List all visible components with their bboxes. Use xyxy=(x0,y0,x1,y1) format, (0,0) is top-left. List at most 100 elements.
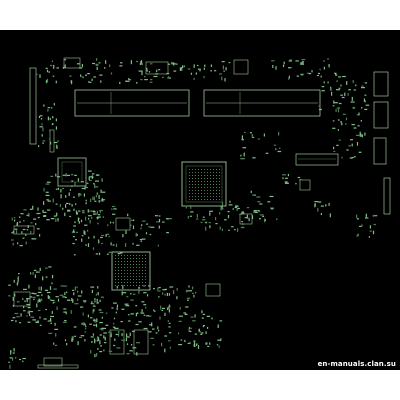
passive-component xyxy=(288,75,290,79)
passive-component xyxy=(46,181,51,183)
passive-component xyxy=(76,63,80,65)
passive-component xyxy=(95,174,100,176)
passive-component xyxy=(83,322,85,326)
passive-component xyxy=(76,231,78,233)
passive-component xyxy=(88,215,92,217)
passive-component xyxy=(359,225,362,227)
passive-component xyxy=(106,253,109,255)
passive-component xyxy=(259,203,263,205)
passive-component xyxy=(33,218,37,220)
passive-component xyxy=(93,183,95,185)
passive-component xyxy=(205,221,207,224)
passive-component xyxy=(99,340,101,345)
passive-component xyxy=(218,345,220,348)
passive-component xyxy=(65,204,67,208)
passive-component xyxy=(208,222,211,224)
passive-component xyxy=(235,205,239,207)
passive-component xyxy=(49,137,51,140)
passive-component xyxy=(188,328,190,332)
passive-component xyxy=(25,241,27,245)
passive-component xyxy=(168,322,171,324)
passive-component xyxy=(192,286,194,290)
passive-component xyxy=(189,341,191,345)
passive-component xyxy=(90,198,92,202)
passive-component xyxy=(35,321,39,323)
passive-component xyxy=(56,212,58,217)
passive-component xyxy=(72,336,74,341)
passive-component xyxy=(321,90,325,92)
passive-component xyxy=(26,315,28,317)
passive-component xyxy=(180,339,183,341)
passive-components xyxy=(8,58,378,369)
passive-component xyxy=(145,306,147,309)
passive-component xyxy=(63,308,67,310)
passive-component xyxy=(88,236,90,239)
passive-component xyxy=(47,108,49,112)
passive-component xyxy=(372,214,374,217)
passive-component xyxy=(352,80,354,84)
passive-component xyxy=(43,215,47,217)
passive-component xyxy=(136,244,140,246)
passive-component xyxy=(178,332,180,335)
passive-component xyxy=(42,276,44,281)
passive-component xyxy=(285,177,288,179)
passive-component xyxy=(9,364,11,369)
passive-component xyxy=(184,339,186,343)
passive-component xyxy=(88,210,91,212)
passive-component xyxy=(57,217,59,222)
passive-component xyxy=(28,284,30,289)
passive-component xyxy=(351,156,354,159)
passive-component xyxy=(101,191,106,193)
passive-component xyxy=(241,212,245,214)
passive-component xyxy=(55,80,57,84)
passive-component xyxy=(33,293,37,295)
passive-component xyxy=(120,321,123,323)
passive-component xyxy=(85,202,87,205)
passive-component xyxy=(97,302,99,304)
passive-component xyxy=(164,288,167,290)
passive-component xyxy=(145,232,148,235)
passive-component xyxy=(125,80,130,82)
passive-component xyxy=(20,213,24,215)
passive-component xyxy=(89,219,91,224)
passive-component xyxy=(55,173,57,177)
passive-component xyxy=(132,242,134,245)
passive-component xyxy=(257,210,260,212)
passive-component xyxy=(361,224,363,227)
passive-component xyxy=(164,293,166,296)
passive-component xyxy=(40,286,42,291)
passive-component xyxy=(202,216,205,218)
passive-component xyxy=(73,225,76,227)
passive-component xyxy=(42,140,46,142)
passive-component xyxy=(95,64,99,66)
passive-component xyxy=(364,132,366,136)
passive-component xyxy=(23,209,27,211)
passive-component xyxy=(65,311,67,315)
passive-component xyxy=(166,292,168,297)
passive-component xyxy=(37,309,41,311)
passive-component xyxy=(133,219,135,222)
passive-component xyxy=(41,134,43,137)
passive-component xyxy=(29,313,31,316)
passive-component xyxy=(50,175,54,177)
passive-component xyxy=(117,253,121,255)
passive-component xyxy=(100,189,102,193)
passive-component xyxy=(242,147,247,149)
passive-component xyxy=(127,336,130,338)
passive-component xyxy=(141,60,143,64)
passive-component xyxy=(122,292,127,294)
passive-component xyxy=(136,342,140,344)
passive-component xyxy=(66,202,69,204)
passive-component xyxy=(32,272,34,275)
passive-component xyxy=(135,305,138,307)
passive-component xyxy=(12,317,16,319)
passive-component xyxy=(37,207,39,211)
passive-component xyxy=(140,79,143,81)
passive-component xyxy=(71,204,73,207)
passive-component xyxy=(84,185,86,190)
passive-component xyxy=(26,298,28,303)
passive-component xyxy=(168,306,170,309)
passive-component xyxy=(317,207,319,212)
left-edge-connector xyxy=(29,67,55,153)
passive-component xyxy=(97,286,99,289)
